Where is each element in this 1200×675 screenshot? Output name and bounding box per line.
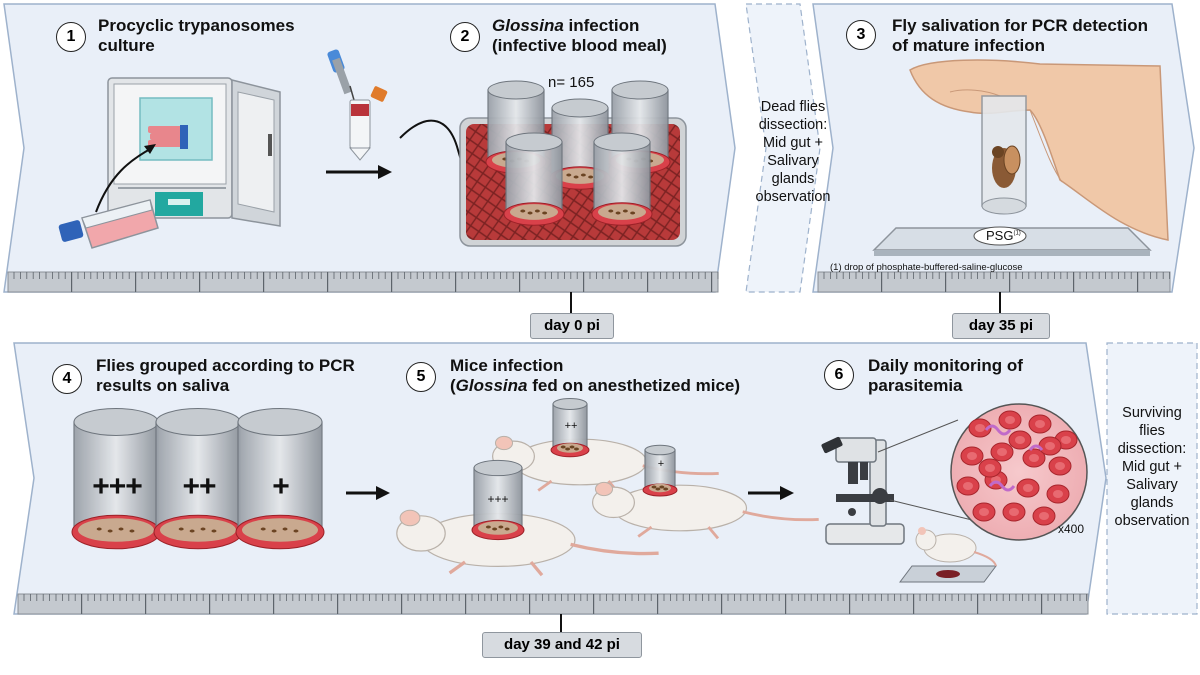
panel-dead-flies	[745, 3, 821, 293]
pcr-cup-high	[71, 408, 161, 550]
pcr-cup-low	[235, 408, 325, 550]
step4-to-step5-arrowhead	[376, 486, 390, 500]
zoom-line-bottom	[889, 499, 973, 521]
flask-to-incubator-arrow	[95, 147, 153, 213]
mouse-cup-label-2: +	[657, 458, 665, 470]
psg-footnote: (1) drop of phosphate-buffered-saline-gl…	[830, 262, 1023, 273]
step-number-3: 3	[846, 20, 876, 50]
step4-title: Flies grouped according to PCR results o…	[96, 356, 355, 395]
hand-illustration	[909, 59, 1169, 241]
microscope-illustration	[821, 436, 905, 545]
cage-cup-5	[591, 132, 653, 226]
mouse-cup-3	[471, 459, 525, 541]
step3-title: Fly salivation for PCR detection of matu…	[892, 16, 1148, 55]
mouse-on-slide	[899, 527, 997, 583]
ruler-row1-right	[817, 271, 1171, 293]
psg-label: PSG(1)	[986, 228, 1021, 243]
ruler-row1-left	[7, 271, 719, 293]
cage-cup-4	[503, 132, 565, 226]
timeline-rulers	[7, 271, 1171, 615]
blood-smear-zoom	[950, 403, 1088, 541]
mouse-cup-2	[642, 444, 678, 497]
ruler-row2	[17, 593, 1089, 615]
culture-flask	[58, 199, 159, 249]
mouse-cup-label-1: ++	[564, 420, 578, 432]
incubator-illustration	[107, 77, 281, 227]
mice-group	[396, 398, 819, 577]
pipette-tube	[327, 49, 388, 161]
step-number-6: 6	[824, 360, 854, 390]
pcr-group-label-mid: ++	[182, 470, 216, 503]
step6-title: Daily monitoring of parasitemia	[868, 356, 1023, 395]
step-number-4: 4	[52, 364, 82, 394]
magnification-label: x400	[1058, 522, 1085, 536]
panel-surviving-flies	[1106, 342, 1198, 615]
pcr-group-label-low: +	[272, 470, 290, 503]
mouse-cup-label-3: +++	[487, 492, 509, 506]
step-number-5: 5	[406, 362, 436, 392]
mouse-2	[591, 481, 819, 540]
glass-slide	[872, 226, 1152, 256]
day35-badge: day 35 pi	[952, 313, 1050, 339]
surviving-flies-note: Surviving flies dissection: Mid gut + Sa…	[1114, 405, 1190, 529]
step-number-1: 1	[56, 22, 86, 52]
pcr-group-cups	[71, 408, 325, 550]
pcr-group-label-high: +++	[92, 470, 143, 503]
step2-title: Glossina infection (infective blood meal…	[492, 16, 667, 55]
step5-to-step6-arrowhead	[780, 486, 794, 500]
day0-badge: day 0 pi	[530, 313, 614, 339]
fly-tube	[981, 95, 1027, 215]
flask-to-incubator-arrowhead	[144, 144, 156, 154]
zoom-line-top	[877, 419, 959, 453]
pcr-cup-mid	[153, 408, 243, 550]
dead-flies-note: Dead flies dissection: Mid gut + Salivar…	[755, 99, 831, 205]
day39-badge: day 39 and 42 pi	[482, 632, 642, 658]
step1-title: Procyclic trypanosomes culture	[98, 16, 295, 55]
cage-cups	[485, 80, 671, 226]
step1-to-step2-arrowhead	[378, 165, 392, 179]
sample-size-label: n= 165	[548, 74, 595, 91]
step-number-2: 2	[450, 22, 480, 52]
mouse-cup-1	[550, 398, 590, 458]
step5-title: Mice infection (Glossina fed on anesthet…	[450, 356, 741, 395]
